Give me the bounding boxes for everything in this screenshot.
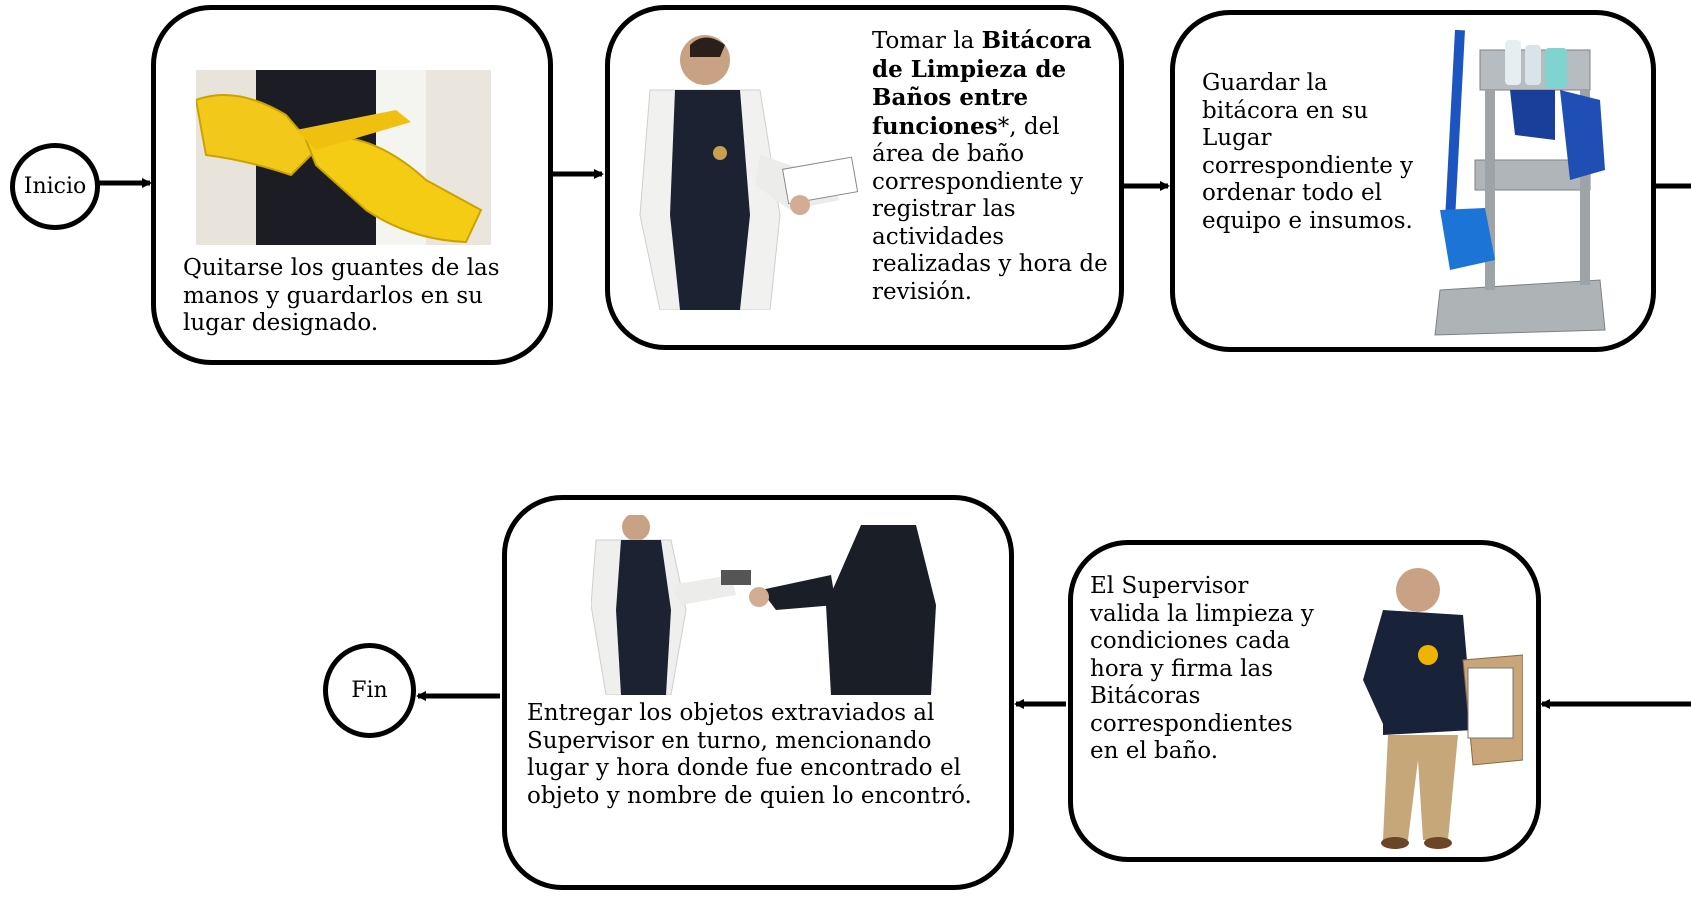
- cleaning-cart-photo: [1434, 30, 1606, 336]
- start-label: Inicio: [23, 174, 87, 199]
- step-1-box: Quitarse los guantes de las manos y guar…: [151, 5, 553, 365]
- handover-photo: [591, 515, 936, 695]
- worker-holding-log-photo: [639, 35, 859, 310]
- end-node: Fin: [323, 643, 416, 738]
- end-label: Fin: [351, 678, 388, 703]
- step-2-text-pre: Tomar la: [872, 28, 982, 54]
- step-1-text: Quitarse los guantes de las manos y guar…: [183, 255, 500, 336]
- yellow-gloves-photo: [196, 70, 491, 245]
- step-2-text: Tomar la Bitácora de Limpieza de Baños e…: [872, 27, 1117, 306]
- step-2-box: Tomar la Bitácora de Limpieza de Baños e…: [605, 5, 1124, 350]
- step-5-text: Entregar los objetos extraviados al Supe…: [527, 700, 972, 809]
- step-3-box: Guardar la bitácora en su Lugar correspo…: [1170, 10, 1656, 352]
- step-5-box: Entregar los objetos extraviados al Supe…: [502, 495, 1014, 890]
- start-node: Inicio: [10, 143, 100, 230]
- step-2-text-post: *, del área de baño correspondiente y re…: [872, 113, 1108, 305]
- supervisor-signing-photo: [1363, 568, 1523, 849]
- step-4-text: El Supervisor valida la limpieza y condi…: [1090, 573, 1314, 764]
- step-3-text: Guardar la bitácora en su Lugar correspo…: [1202, 70, 1414, 234]
- step-4-box: El Supervisor valida la limpieza y condi…: [1068, 540, 1541, 862]
- step-2-text-bold: Bitácora de Limpieza de Baños entre func…: [872, 27, 1092, 140]
